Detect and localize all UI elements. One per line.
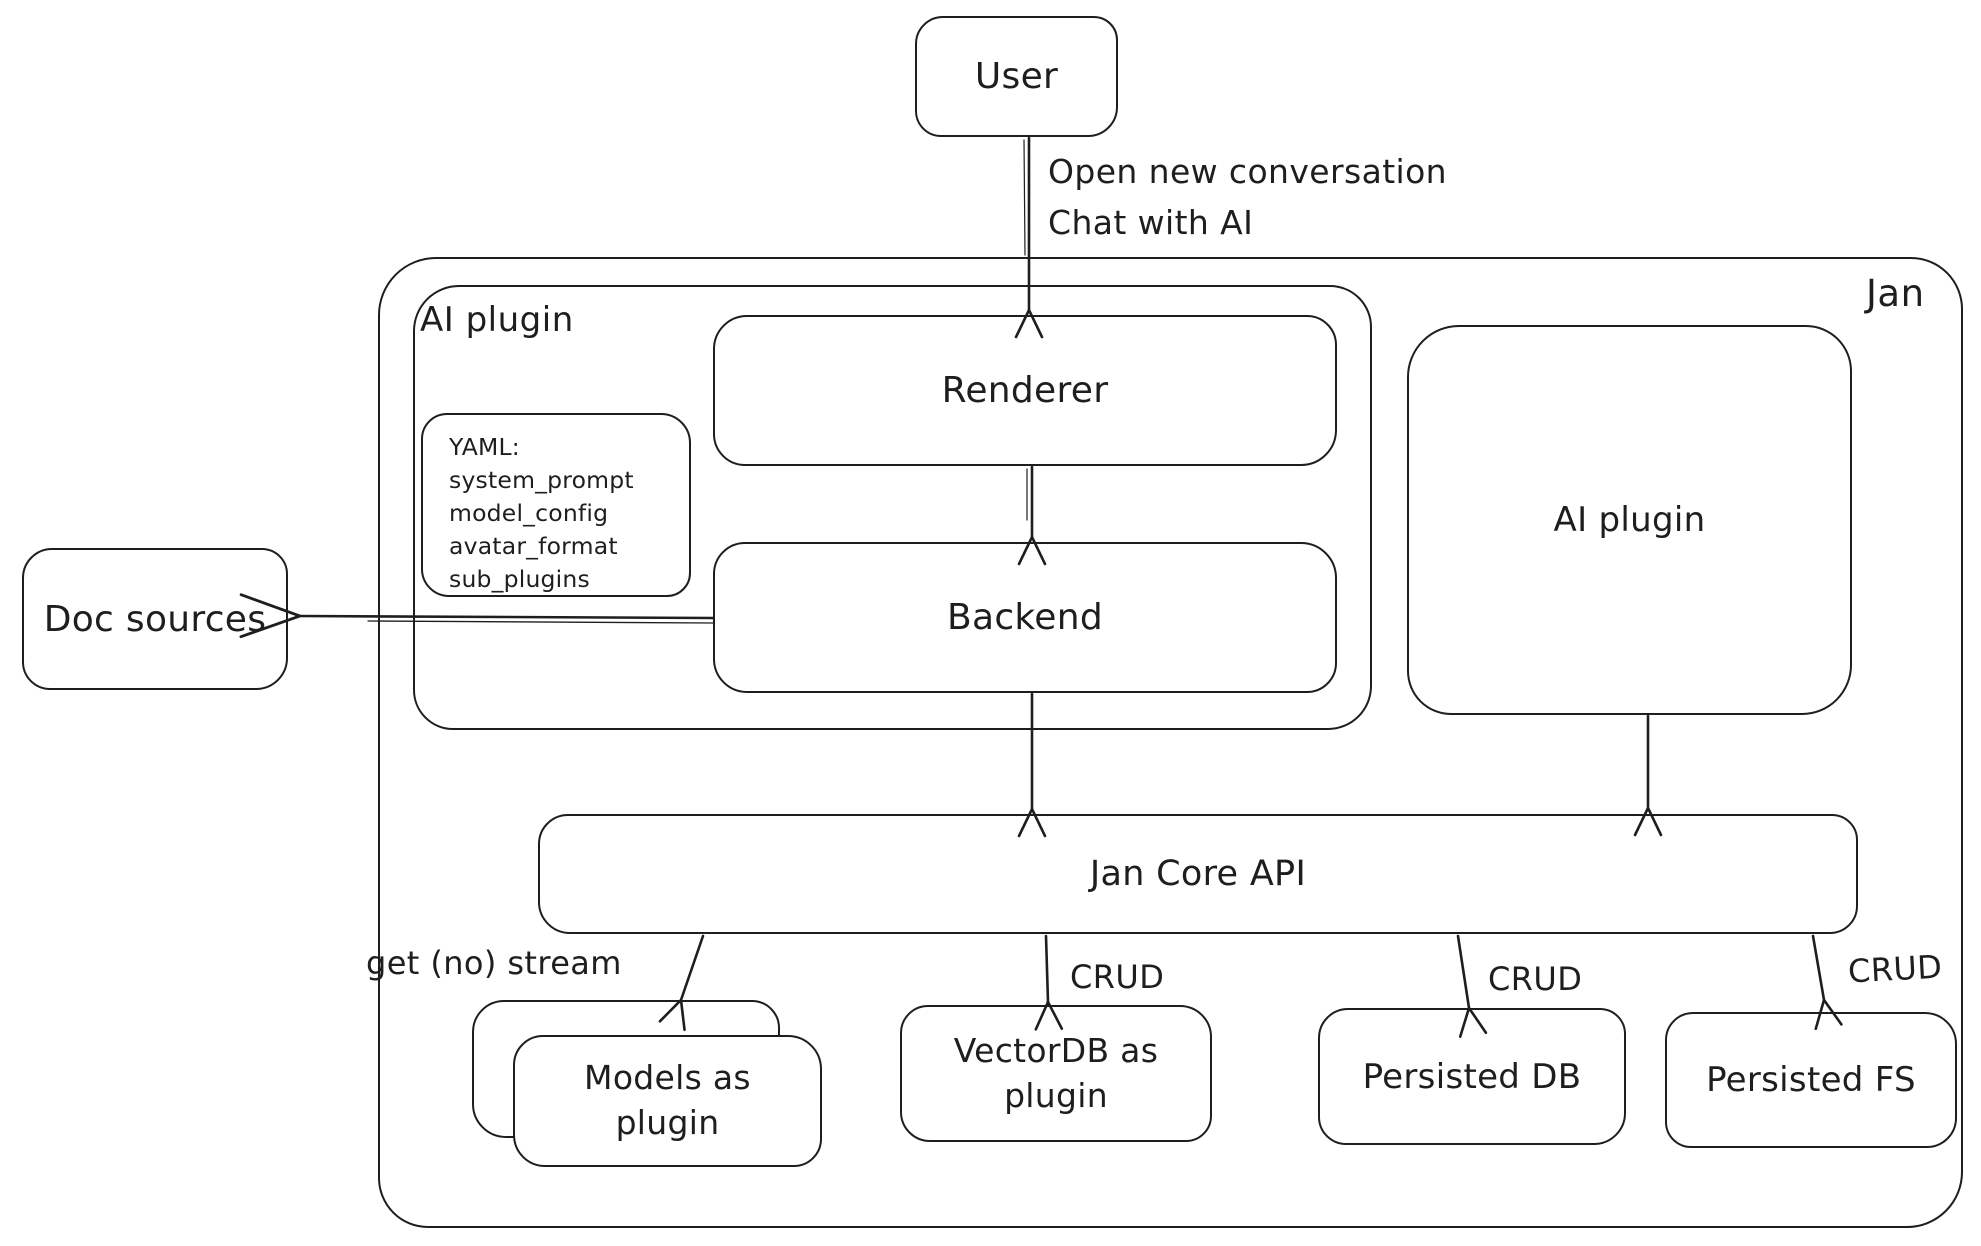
edge-label-open-new-conversation: Open new conversation (1048, 152, 1448, 191)
jan-container-label: Jan (1866, 272, 1925, 315)
yaml-note-item: model_config (449, 498, 609, 527)
persisted-db-node-label: Persisted DB (1362, 1056, 1582, 1097)
persisted-fs-node-label: Persisted FS (1706, 1060, 1916, 1100)
renderer-node: Renderer (713, 315, 1337, 466)
persisted-fs-node: Persisted FS (1665, 1012, 1957, 1148)
yaml-note-item: system_prompt (449, 465, 634, 494)
edge-user-to-renderer-sketch (1023, 139, 1026, 256)
user-node-label: User (974, 56, 1059, 97)
jan-core-api-node: Jan Core API (538, 814, 1858, 934)
yaml-note-item: sub_plugins (449, 564, 590, 593)
vectordb-plugin-node-label: VectorDB as plugin (953, 1030, 1159, 1115)
ai-plugin-container (413, 285, 1372, 730)
backend-node: Backend (713, 542, 1337, 693)
user-node: User (915, 16, 1118, 137)
yaml-note: YAML: system_prompt model_config avatar_… (421, 413, 691, 597)
ai-plugin-node-label: AI plugin (1553, 500, 1706, 540)
models-plugin-node: Models as plugin (513, 1035, 822, 1167)
backend-node-label: Backend (946, 597, 1104, 638)
edge-label-chat-with-ai: Chat with AI (1048, 203, 1254, 243)
jan-container (378, 257, 1963, 1228)
persisted-db-node: Persisted DB (1318, 1008, 1626, 1145)
doc-sources-node: Doc sources (22, 548, 288, 690)
edge-label-user-arrow: Open new conversation Chat with AI (1048, 146, 1447, 248)
doc-sources-node-label: Doc sources (43, 598, 267, 640)
edge-label-crud-persisted-db: CRUD (1488, 960, 1583, 998)
yaml-note-title: YAML: (449, 433, 520, 461)
edge-label-crud-persisted-fs: CRUD (1847, 947, 1944, 991)
renderer-node-label: Renderer (941, 370, 1109, 411)
edge-label-get-no-stream: get (no) stream (366, 944, 622, 982)
edge-label-crud-vectordb: CRUD (1070, 958, 1165, 996)
vectordb-plugin-node: VectorDB as plugin (900, 1005, 1212, 1142)
ai-plugin-container-label: AI plugin (420, 300, 574, 340)
models-plugin-node-label: Models as plugin (584, 1058, 751, 1142)
yaml-note-item: avatar_format (449, 531, 618, 560)
ai-plugin-node: AI plugin (1407, 325, 1852, 715)
jan-core-api-node-label: Jan Core API (1089, 854, 1307, 894)
